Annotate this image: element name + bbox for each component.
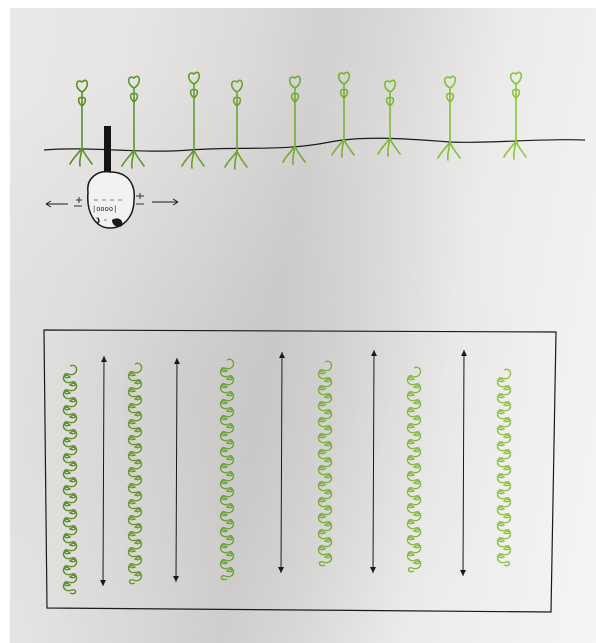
weeding-robot: |oooo| xyxy=(45,126,179,229)
left-arrow-icon xyxy=(45,200,68,208)
plant-row xyxy=(406,366,422,573)
field-border xyxy=(43,329,557,613)
robot-wheels-label: |oooo| xyxy=(92,205,117,213)
seedling xyxy=(69,79,93,167)
plant-row xyxy=(127,362,143,585)
plant-rows xyxy=(62,358,512,595)
bottom-sketch xyxy=(43,329,557,613)
seedling xyxy=(121,75,145,169)
double-arrow-icon xyxy=(100,355,107,587)
seedling xyxy=(377,79,401,157)
double-arrow-icon xyxy=(460,349,467,577)
seedling xyxy=(224,79,248,170)
right-wheel-icon xyxy=(136,193,144,205)
seedling xyxy=(282,75,306,165)
seedling xyxy=(437,75,461,161)
seedling xyxy=(331,71,355,158)
right-arrow-icon xyxy=(152,198,179,206)
robot-pole xyxy=(104,126,111,178)
plant-row xyxy=(496,368,512,567)
double-arrow-icon xyxy=(278,351,285,574)
double-arrow-icon xyxy=(370,349,377,574)
double-arrow-icon xyxy=(173,357,180,583)
seedling-group xyxy=(69,71,527,170)
plant-row xyxy=(219,358,235,581)
direction-arrows xyxy=(100,349,467,587)
seedling xyxy=(181,71,205,169)
plant-row xyxy=(317,360,333,567)
left-wheel-icon xyxy=(74,197,82,207)
plant-row xyxy=(62,364,78,595)
seedling xyxy=(503,71,527,160)
paper-sheet xyxy=(10,8,596,643)
top-sketch: |oooo| xyxy=(43,71,586,229)
ground-line xyxy=(43,137,586,152)
